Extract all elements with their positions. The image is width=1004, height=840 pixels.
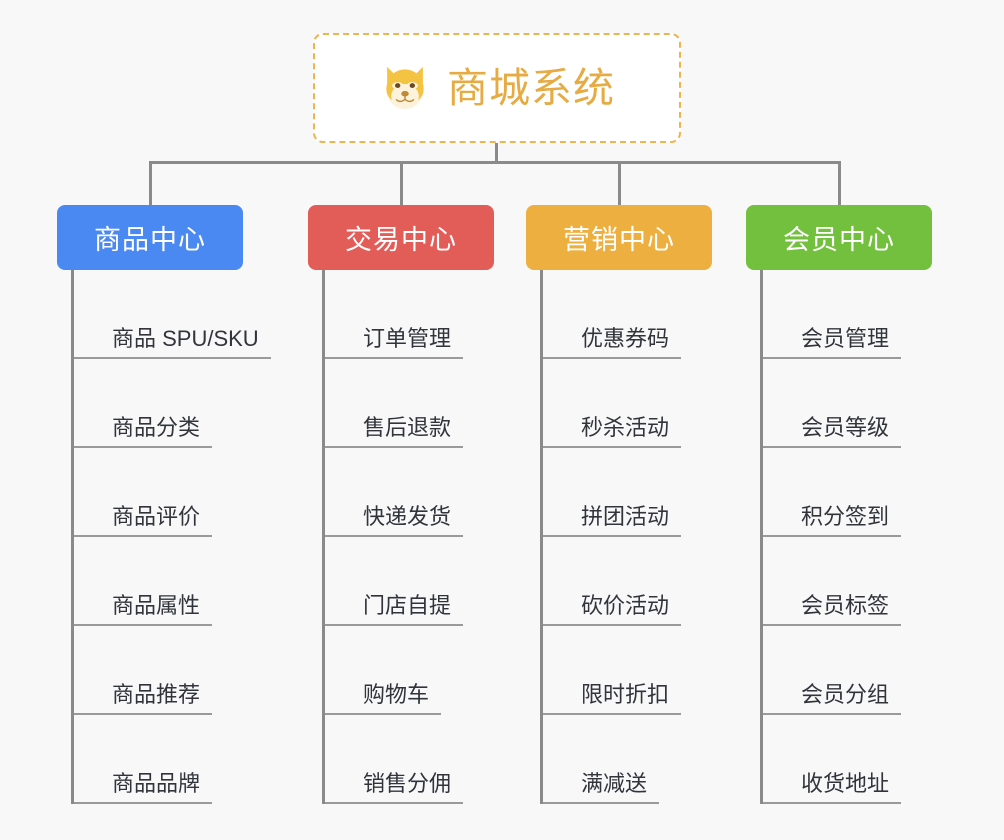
root-node-title: 商城系统 bbox=[447, 64, 615, 111]
branch-column-4: 会员中心 会员管理 会员等级 积分签到 会员标签 会员分组 收货地址 bbox=[746, 205, 932, 804]
list-item[interactable]: 限时折扣 bbox=[543, 626, 712, 715]
leaf-label: 门店自提 bbox=[325, 593, 464, 626]
leaf-label: 商品评价 bbox=[74, 504, 213, 537]
leaf-label: 订单管理 bbox=[325, 326, 464, 359]
branch-column-2: 交易中心 订单管理 售后退款 快递发货 门店自提 购物车 销售分佣 bbox=[308, 205, 494, 804]
connector-drop-column-3 bbox=[618, 161, 621, 206]
list-item[interactable]: 商品属性 bbox=[74, 537, 243, 626]
list-item[interactable]: 优惠券码 bbox=[543, 270, 712, 359]
leaf-label: 售后退款 bbox=[325, 415, 464, 448]
list-item[interactable]: 快递发货 bbox=[325, 448, 494, 537]
connector-drop-column-4 bbox=[838, 161, 841, 206]
category-label-2: 交易中心 bbox=[345, 225, 457, 255]
connector-drop-column-1 bbox=[149, 161, 152, 206]
list-item[interactable]: 会员等级 bbox=[763, 359, 932, 448]
leaf-label: 购物车 bbox=[325, 682, 442, 715]
list-item[interactable]: 订单管理 bbox=[325, 270, 494, 359]
connector-horizontal-bus bbox=[150, 161, 840, 164]
category-box-2[interactable]: 交易中心 bbox=[308, 205, 494, 270]
list-item[interactable]: 商品分类 bbox=[74, 359, 243, 448]
list-item[interactable]: 售后退款 bbox=[325, 359, 494, 448]
leaf-label: 商品推荐 bbox=[74, 682, 213, 715]
connector-root-stem bbox=[495, 143, 498, 163]
leaf-label: 积分签到 bbox=[763, 504, 902, 537]
list-item[interactable]: 砍价活动 bbox=[543, 537, 712, 626]
category-box-4[interactable]: 会员中心 bbox=[746, 205, 932, 270]
list-item[interactable]: 商品品牌 bbox=[74, 715, 243, 804]
list-item[interactable]: 商品 SPU/SKU bbox=[74, 270, 271, 359]
list-item[interactable]: 门店自提 bbox=[325, 537, 494, 626]
leaf-list-1: 商品 SPU/SKU 商品分类 商品评价 商品属性 商品推荐 商品品牌 bbox=[71, 270, 271, 804]
leaf-label: 收货地址 bbox=[763, 771, 902, 804]
list-item[interactable]: 会员标签 bbox=[763, 537, 932, 626]
leaf-label: 拼团活动 bbox=[543, 504, 682, 537]
category-label-1: 商品中心 bbox=[94, 225, 206, 255]
category-box-3[interactable]: 营销中心 bbox=[526, 205, 712, 270]
leaf-label: 会员分组 bbox=[763, 682, 902, 715]
branch-column-3: 营销中心 优惠券码 秒杀活动 拼团活动 砍价活动 限时折扣 满减送 bbox=[526, 205, 712, 804]
category-box-1[interactable]: 商品中心 bbox=[57, 205, 243, 270]
category-label-4: 会员中心 bbox=[783, 225, 895, 255]
leaf-label: 商品品牌 bbox=[74, 771, 213, 804]
leaf-label: 商品 SPU/SKU bbox=[74, 326, 271, 359]
list-item[interactable]: 购物车 bbox=[325, 626, 494, 715]
leaf-label: 限时折扣 bbox=[543, 682, 682, 715]
leaf-label: 满减送 bbox=[543, 771, 660, 804]
list-item[interactable]: 秒杀活动 bbox=[543, 359, 712, 448]
connector-drop-column-2 bbox=[400, 161, 403, 206]
list-item[interactable]: 商品评价 bbox=[74, 448, 243, 537]
list-item[interactable]: 会员管理 bbox=[763, 270, 932, 359]
leaf-label: 砍价活动 bbox=[543, 593, 682, 626]
leaf-label: 商品分类 bbox=[74, 415, 213, 448]
branch-column-1: 商品中心 商品 SPU/SKU 商品分类 商品评价 商品属性 商品推荐 商品品牌 bbox=[57, 205, 271, 804]
leaf-label: 商品属性 bbox=[74, 593, 213, 626]
list-item[interactable]: 拼团活动 bbox=[543, 448, 712, 537]
leaf-label: 优惠券码 bbox=[543, 326, 682, 359]
list-item[interactable]: 销售分佣 bbox=[325, 715, 494, 804]
leaf-list-3: 优惠券码 秒杀活动 拼团活动 砍价活动 限时折扣 满减送 bbox=[540, 270, 712, 804]
list-item[interactable]: 收货地址 bbox=[763, 715, 932, 804]
root-node-shopping-mall-system[interactable]: 商城系统 bbox=[313, 33, 681, 143]
category-label-3: 营销中心 bbox=[563, 225, 675, 255]
leaf-label: 会员标签 bbox=[763, 593, 902, 626]
leaf-label: 会员管理 bbox=[763, 326, 902, 359]
list-item[interactable]: 商品推荐 bbox=[74, 626, 243, 715]
leaf-label: 会员等级 bbox=[763, 415, 902, 448]
dog-face-icon bbox=[386, 66, 424, 110]
leaf-list-4: 会员管理 会员等级 积分签到 会员标签 会员分组 收货地址 bbox=[760, 270, 932, 804]
list-item[interactable]: 会员分组 bbox=[763, 626, 932, 715]
list-item[interactable]: 满减送 bbox=[543, 715, 712, 804]
leaf-label: 秒杀活动 bbox=[543, 415, 682, 448]
leaf-label: 销售分佣 bbox=[325, 771, 464, 804]
leaf-list-2: 订单管理 售后退款 快递发货 门店自提 购物车 销售分佣 bbox=[322, 270, 494, 804]
list-item[interactable]: 积分签到 bbox=[763, 448, 932, 537]
leaf-label: 快递发货 bbox=[325, 504, 464, 537]
